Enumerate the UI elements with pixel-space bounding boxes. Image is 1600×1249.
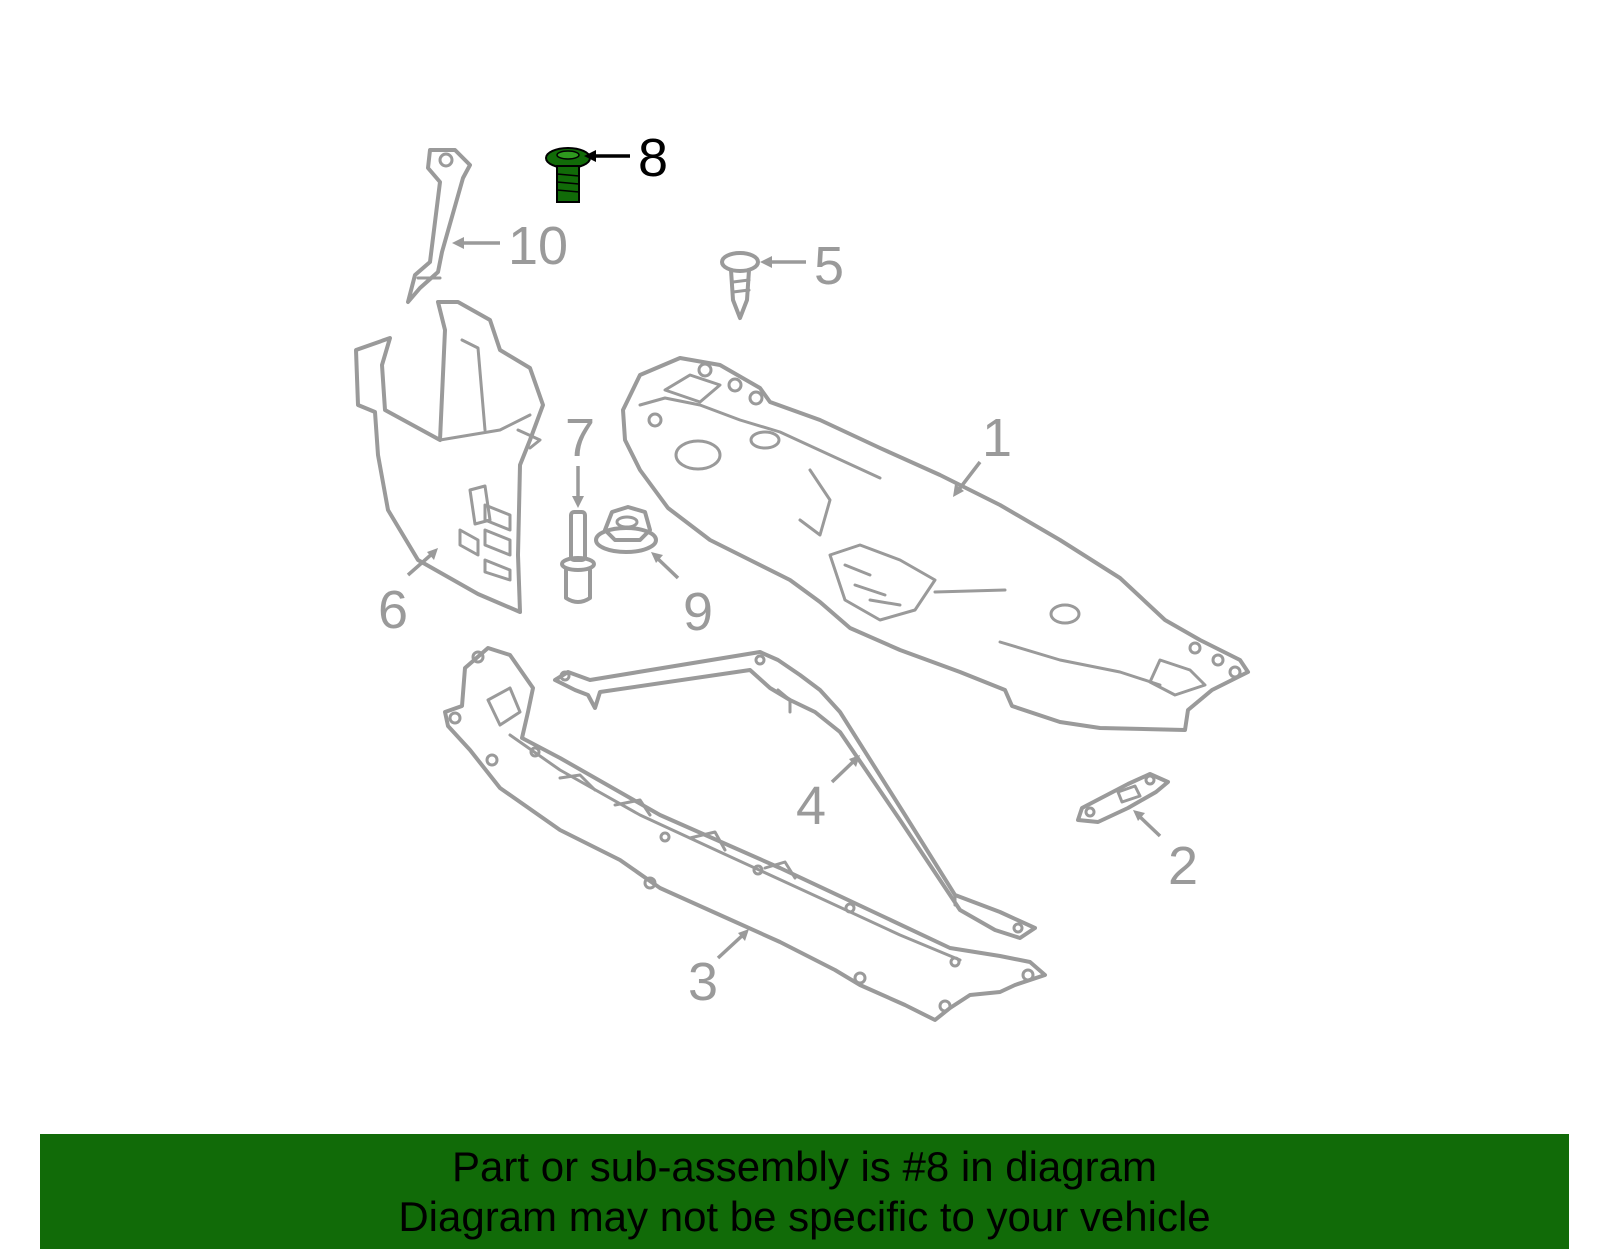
callout-arrows — [406, 150, 1162, 960]
part-9-nut — [594, 505, 658, 554]
part-2-bracket — [1076, 772, 1170, 824]
part-7-stud — [560, 510, 596, 604]
callout-5: 5 — [814, 236, 844, 296]
info-banner: Part or sub-assembly is #8 in diagram Di… — [40, 1134, 1569, 1249]
part-10-bracket — [406, 148, 472, 304]
part-8-bolt — [545, 147, 591, 203]
callout-3: 3 — [688, 952, 718, 1012]
callout-labels: 8 10 5 1 7 6 9 4 2 3 — [378, 128, 1198, 1012]
callout-2: 2 — [1168, 836, 1198, 896]
callout-4: 4 — [796, 776, 826, 836]
callout-8: 8 — [638, 128, 668, 188]
callout-1: 1 — [982, 408, 1012, 468]
callout-9: 9 — [683, 582, 713, 642]
part-1-shield — [621, 356, 1250, 732]
banner-line-1: Part or sub-assembly is #8 in diagram — [452, 1143, 1157, 1190]
callout-7: 7 — [565, 408, 595, 468]
callout-6: 6 — [378, 580, 408, 640]
part-3-crossmember — [443, 646, 1047, 1022]
part-6-panel — [354, 300, 545, 614]
banner-line-2: Diagram may not be specific to your vehi… — [398, 1193, 1211, 1240]
part-4-brace — [553, 650, 1037, 940]
callout-10: 10 — [508, 216, 568, 276]
part-5-screw — [720, 251, 760, 320]
